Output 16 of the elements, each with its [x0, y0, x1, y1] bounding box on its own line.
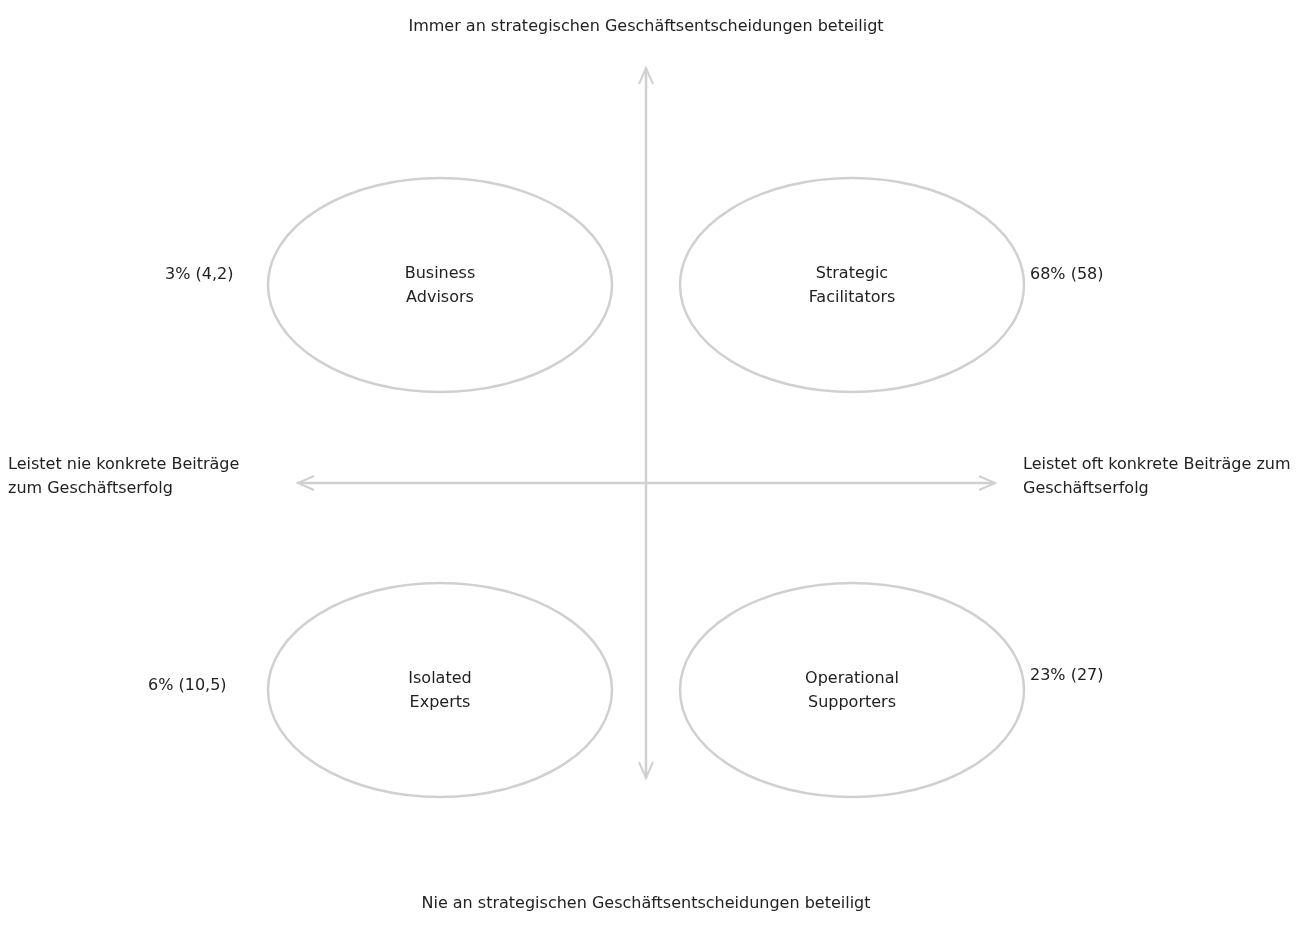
quadrant-ellipse [266, 581, 614, 799]
quadrant-ellipse [266, 176, 614, 394]
percentage-label: 68% (58) [1030, 263, 1104, 285]
percentage-label: 6% (10,5) [148, 674, 227, 696]
quadrant-ellipse [678, 581, 1026, 799]
axis-label: Leistet oft konkrete Beiträge zum Geschäftserfolg [1023, 453, 1292, 499]
quadrant-name: Strategic Facilitators [807, 262, 897, 308]
quadrant-ellipse [678, 176, 1026, 394]
quadrant-name: Isolated Experts [407, 667, 473, 713]
axis-label: Immer an strategischen Geschäftsentscheidungen beteiligt [408, 15, 884, 37]
percentage-label: 3% (4,2) [165, 263, 234, 285]
quadrant-name: Business Advisors [403, 262, 477, 308]
percentage-label: 23% (27) [1030, 664, 1104, 686]
quadrant-name: Operational Supporters [804, 667, 900, 713]
axis-label: Nie an strategischen Geschäftsentscheidungen beteiligt [421, 892, 871, 914]
axis-label: Leistet nie konkrete Beiträge zum Geschäftserfolg [8, 453, 241, 499]
